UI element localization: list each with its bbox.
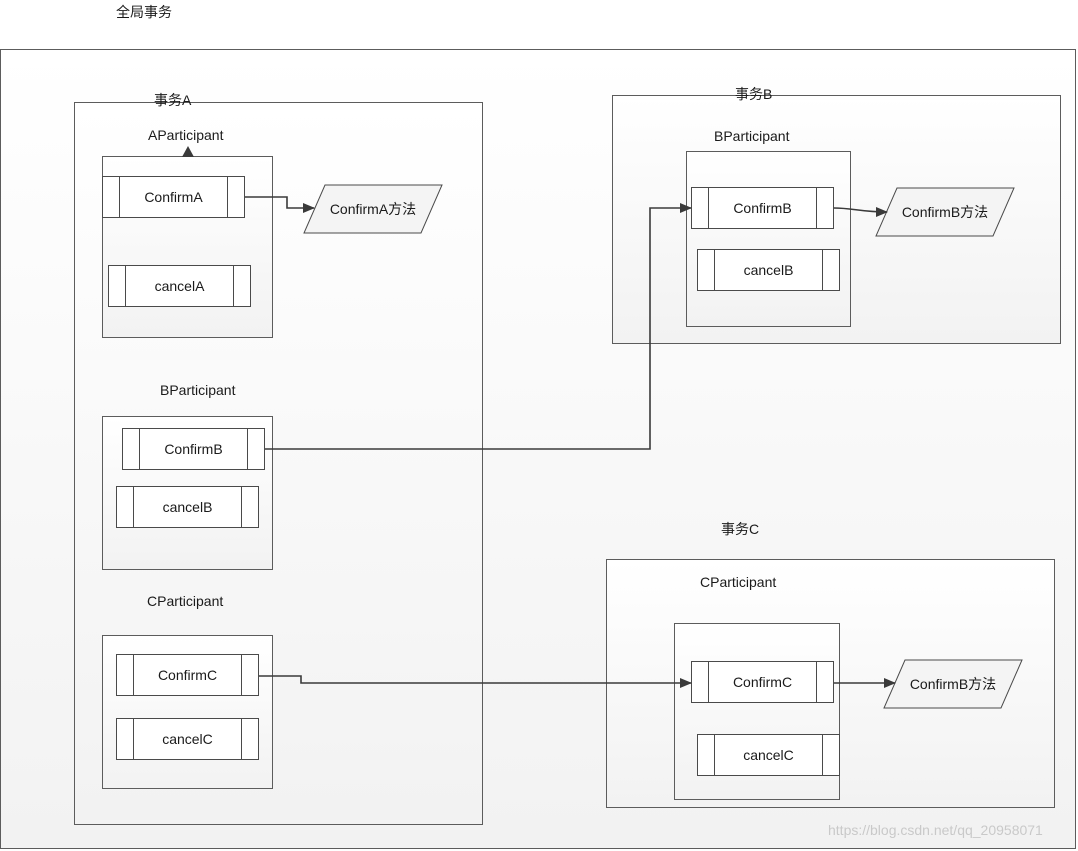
a-participant-marker-icon <box>182 146 194 157</box>
cancel-c-process: cancelC <box>697 734 840 776</box>
transaction-a-title: 事务A <box>154 92 192 108</box>
confirm-a-method: ConfirmA方法 <box>303 184 443 234</box>
connector-confirm-c-to-tx-c <box>259 675 692 688</box>
b-participant-label-a: BParticipant <box>160 382 236 398</box>
cancel-a-process: cancelA <box>108 265 251 307</box>
confirm-b-process: ConfirmB <box>691 187 834 229</box>
transaction-c-title: 事务C <box>721 521 760 537</box>
confirm-b-method-label: ConfirmB方法 <box>901 204 989 220</box>
confirm-a-method-label: ConfirmA方法 <box>329 201 417 217</box>
confirm-b-label-a: ConfirmB <box>164 441 223 457</box>
cancel-c-label-a: cancelC <box>162 731 213 747</box>
confirm-c-method: ConfirmB方法 <box>883 659 1023 709</box>
connector-confirm-b-to-tx-b <box>265 203 692 450</box>
c-participant-label-a: CParticipant <box>147 593 224 609</box>
global-transaction-title: 全局事务 <box>116 4 172 20</box>
c-participant-label: CParticipant <box>700 574 777 590</box>
cancel-b-label-a: cancelB <box>162 499 213 515</box>
cancel-b-label: cancelB <box>743 262 794 278</box>
confirm-c-label-a: ConfirmC <box>157 667 218 683</box>
transaction-b-title: 事务B <box>735 86 773 102</box>
cancel-c-label: cancelC <box>743 747 794 763</box>
confirm-c-process: ConfirmC <box>691 661 834 703</box>
cancel-a-label: cancelA <box>154 278 205 294</box>
cancel-b-process-a: cancelB <box>116 486 259 528</box>
confirm-c-label: ConfirmC <box>732 674 793 690</box>
cancel-b-process: cancelB <box>697 249 840 291</box>
confirm-c-method-label: ConfirmB方法 <box>909 676 997 692</box>
confirm-c-process-a: ConfirmC <box>116 654 259 696</box>
confirm-b-method: ConfirmB方法 <box>875 187 1015 237</box>
a-participant-label: AParticipant <box>148 127 224 143</box>
confirm-a-label: ConfirmA <box>144 189 203 205</box>
confirm-b-process-a: ConfirmB <box>122 428 265 470</box>
confirm-a-process: ConfirmA <box>102 176 245 218</box>
b-participant-box <box>686 151 851 327</box>
connector-confirm-b-to-method <box>833 206 888 217</box>
b-participant-label: BParticipant <box>714 128 790 144</box>
cancel-c-process-a: cancelC <box>116 718 259 760</box>
confirm-b-label: ConfirmB <box>733 200 792 216</box>
watermark: https://blog.csdn.net/qq_20958071 <box>828 822 1043 838</box>
connector-confirm-a-to-method <box>245 196 315 213</box>
